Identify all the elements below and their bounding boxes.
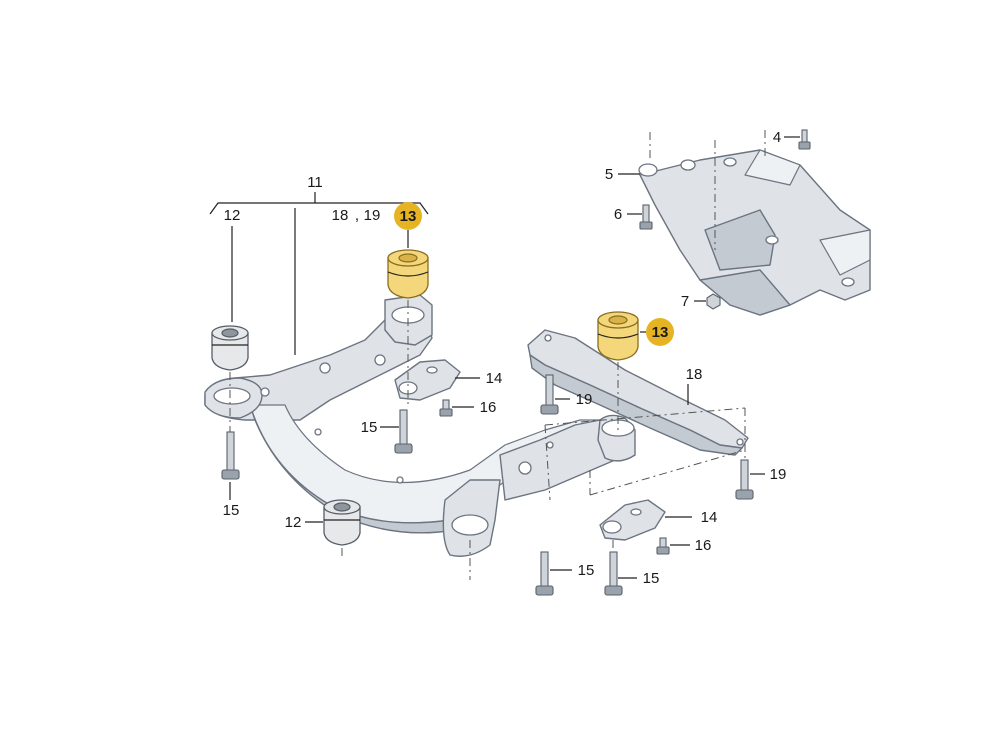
label-16-lower: 16 [695,537,712,554]
assembly-axes [229,300,746,580]
label-19-top: 19 [364,207,381,224]
bracket-14-lower [599,499,666,541]
label-14-upper: 14 [486,370,503,387]
label-16-upper: 16 [480,399,497,416]
bushing-12-lower [323,499,361,546]
label-12-upper: 12 [224,207,241,224]
label-19-lower: 19 [770,466,787,483]
label-15-lower-mid: 15 [578,562,595,579]
callout-labels: 11 12 18 , 19 13 13 4 5 6 7 14 16 15 19 … [223,129,787,587]
bushing-13-right [597,311,639,361]
highlight-badge-right [646,318,674,346]
bolt-16-upper [439,399,453,417]
label-18: 18 [686,366,703,383]
label-5: 5 [605,166,613,183]
label-12-lower: 12 [285,514,302,531]
bolt-19-upper [540,374,559,415]
reinforcement-bar [527,329,749,456]
label-11: 11 [307,174,323,191]
label-6: 6 [614,206,622,223]
bushing-13-left [387,249,429,299]
bolt-15-lower-right [604,551,623,596]
label-4: 4 [773,129,781,146]
bolt-16-lower [656,537,670,555]
label-15-lower-right: 15 [643,570,660,587]
highlight-badge-left [394,202,422,230]
leader-lines [209,136,800,579]
label-14-lower: 14 [701,509,718,526]
label-13-left: 13 [400,208,417,225]
bolt-19-lower [735,459,754,500]
label-7: 7 [681,293,689,310]
bracket-14-upper [394,359,461,401]
label-comma: , [355,207,359,224]
main-subframe [204,294,636,557]
bushing-12-upper [211,325,249,371]
inset-subframe [638,129,871,316]
label-15-center: 15 [361,419,378,436]
label-18-top: 18 [332,207,349,224]
label-15-left: 15 [223,502,240,519]
label-13-right: 13 [652,324,669,341]
label-19-upper: 19 [576,391,593,408]
bolt-15-lower-mid [535,551,554,596]
bolt-15-center [394,409,413,454]
bolt-15-left [221,431,240,480]
